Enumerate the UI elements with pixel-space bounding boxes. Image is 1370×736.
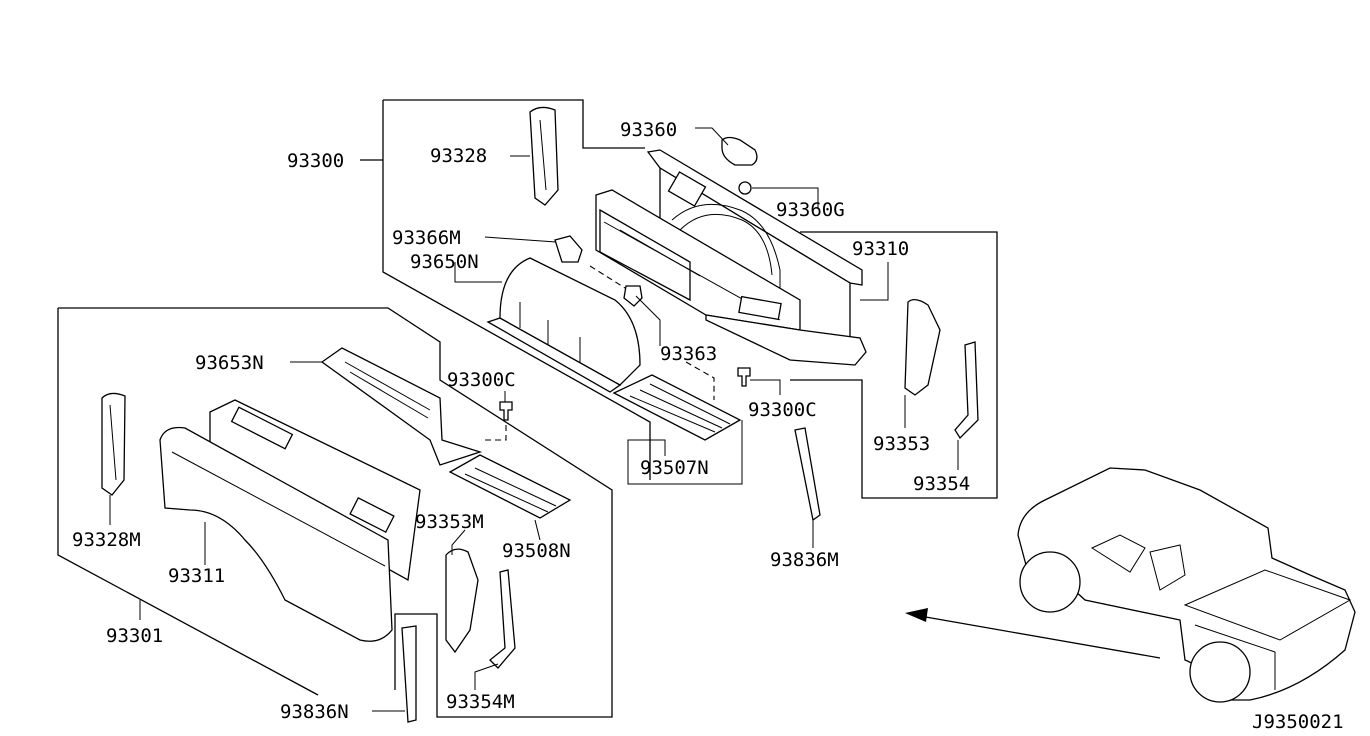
label-93507N: 93507N: [640, 457, 709, 479]
part-93310-front-panel: [646, 149, 863, 361]
label-93360: 93360: [620, 119, 677, 141]
label-93650N: 93650N: [410, 251, 479, 273]
label-93360G: 93360G: [776, 199, 845, 221]
part-inner-side-panel: [595, 189, 867, 366]
location-dashes: [485, 265, 715, 441]
part-93328: [529, 106, 559, 206]
part-labels: 93300 93328 93360 93360G 93366M 93650N 9…: [72, 119, 1344, 733]
vehicle-sketch: [1017, 467, 1356, 703]
label-93366M: 93366M: [392, 227, 461, 249]
part-93353: [904, 298, 941, 396]
upper-group-frame: [360, 99, 998, 499]
view-arrow: [905, 608, 1161, 659]
label-93354: 93354: [913, 473, 970, 495]
label-93300C-right: 93300C: [748, 399, 817, 421]
part-93300C-left: [499, 401, 513, 421]
label-93310: 93310: [852, 238, 909, 260]
part-93353M: [445, 548, 479, 654]
part-93360: [721, 136, 758, 166]
label-93836M: 93836M: [770, 549, 839, 571]
label-93353M: 93353M: [415, 511, 484, 533]
part-93650N-wheelhouse: [486, 257, 641, 393]
lower-group-frame: [57, 307, 613, 718]
part-93360G: [738, 181, 752, 195]
label-93363: 93363: [660, 343, 717, 365]
label-93653N: 93653N: [195, 352, 264, 374]
part-93300C-right: [737, 367, 751, 387]
label-93328M: 93328M: [72, 529, 141, 551]
part-93354M: [489, 569, 516, 669]
part-93363: [623, 285, 643, 307]
part-93508N: [448, 454, 572, 519]
part-93354: [954, 341, 979, 440]
label-93311: 93311: [168, 565, 225, 587]
part-93507N-floor-plate: [612, 374, 742, 441]
label-93328: 93328: [430, 145, 487, 167]
part-93653N: [320, 347, 483, 466]
part-93836M: [794, 427, 821, 522]
label-93836N: 93836N: [280, 701, 349, 723]
label-93354M: 93354M: [446, 691, 515, 713]
label-93300: 93300: [287, 150, 344, 172]
part-93311-outer-panel: [159, 399, 421, 642]
label-93301: 93301: [106, 625, 163, 647]
part-93836N: [401, 625, 417, 723]
label-93300C-left: 93300C: [447, 369, 516, 391]
diagram-code: J9350021: [1252, 711, 1344, 733]
label-93353: 93353: [873, 433, 930, 455]
part-93366M: [554, 235, 583, 263]
label-93508N: 93508N: [502, 540, 571, 562]
leader-lines: [109, 127, 959, 712]
